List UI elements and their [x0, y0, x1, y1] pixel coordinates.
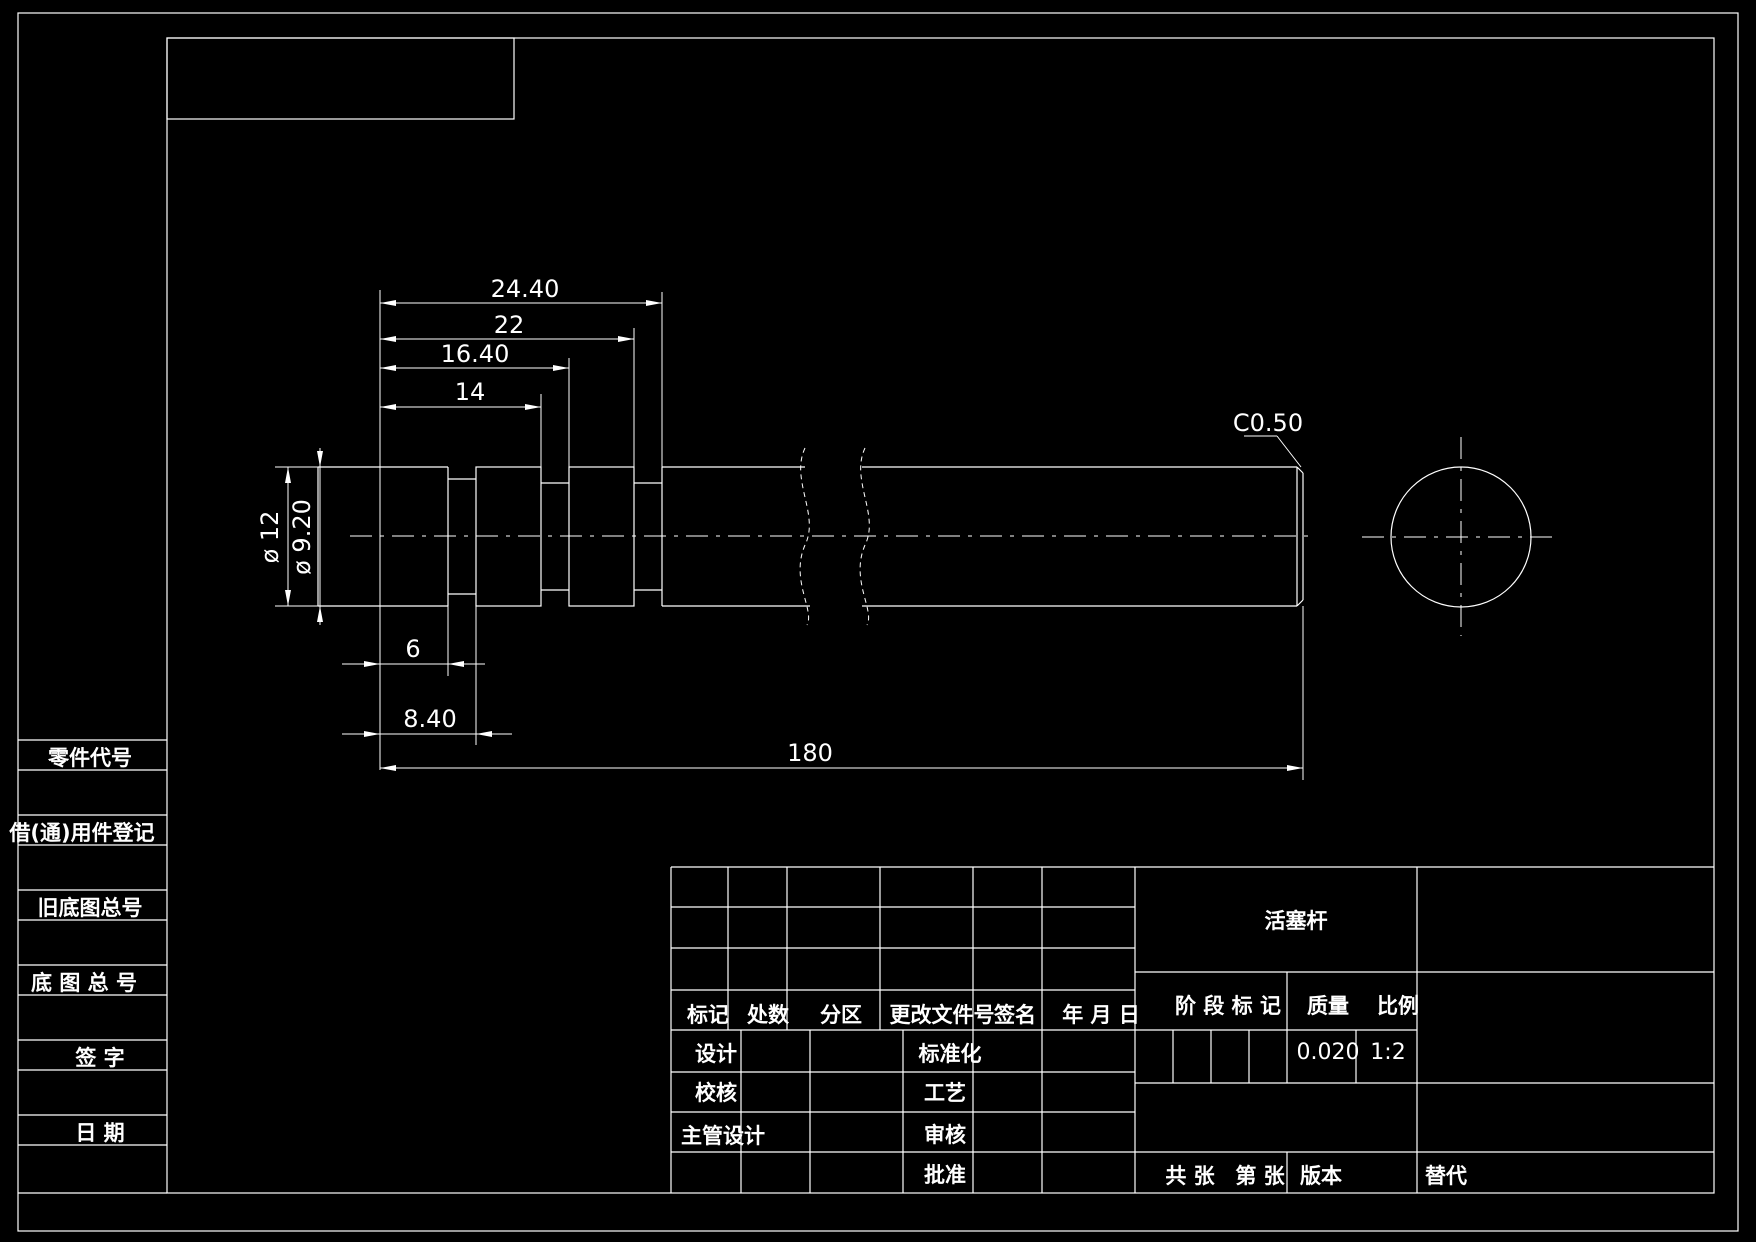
dim-22: 22: [494, 311, 525, 339]
dimension-lines-bottom: [342, 606, 1304, 780]
tb-role-design: 设计: [695, 1042, 737, 1066]
tb-header-mark: 标记: [687, 1003, 729, 1027]
tb-version: 版本: [1300, 1164, 1342, 1188]
tb-replace: 替代: [1425, 1164, 1467, 1188]
tb-mass-label: 质量: [1307, 994, 1349, 1018]
tb-header-date: 年 月 日: [1062, 1003, 1140, 1027]
strip-label-date: 日 期: [75, 1121, 124, 1145]
dim-16-40: 16.40: [441, 340, 510, 368]
strip-label-old-base-no: 旧底图总号: [38, 896, 143, 920]
strip-label-base-no: 底 图 总 号: [31, 971, 137, 995]
outer-border: [17, 12, 1739, 1232]
tb-role-check: 校核: [695, 1081, 737, 1105]
tb-role-approve: 批准: [924, 1163, 966, 1187]
tb-header-signature: 签名: [993, 1003, 1036, 1027]
tb-role-process: 工艺: [924, 1081, 966, 1105]
title-block-grid: [670, 866, 1714, 1193]
tb-role-standard: 标准化: [919, 1042, 982, 1066]
dim-8-40: 8.40: [403, 705, 456, 733]
tb-part-name: 活塞杆: [1265, 909, 1328, 933]
top-left-box: [166, 37, 515, 120]
dimension-lines-diameter: [275, 448, 323, 625]
dim-chamfer: C0.50: [1233, 409, 1303, 437]
tb-role-chief: 主管设计: [681, 1124, 765, 1148]
tb-role-review: 审核: [924, 1123, 966, 1147]
strip-label-sign: 签 字: [74, 1046, 124, 1070]
dim-14: 14: [455, 378, 486, 406]
tb-scale-label: 比例: [1377, 994, 1419, 1018]
dim-dia-12: ø 12: [256, 511, 284, 564]
inner-frame: [166, 37, 1715, 1194]
chamfer-leader: [1244, 435, 1302, 468]
strip-label-borrowed-reg: 借(通)用件登记: [8, 821, 154, 845]
dim-24-40: 24.40: [491, 275, 560, 303]
tb-header-zone: 分区: [820, 1003, 862, 1027]
left-strip: 零件代号 借(通)用件登记 旧底图总号 底 图 总 号 签 字 日 期: [8, 739, 167, 1146]
strip-label-part-code: 零件代号: [47, 746, 132, 770]
tb-header-change-doc: 更改文件号: [890, 1003, 995, 1027]
dim-dia-9-20: ø 9.20: [288, 499, 316, 575]
tb-sheets-total: 共 张: [1165, 1164, 1215, 1188]
tb-header-count: 处数: [746, 1003, 790, 1027]
dimension-lines-top: [379, 290, 663, 770]
tb-mass-value: 0.020: [1297, 1040, 1360, 1065]
end-view: [1362, 437, 1560, 636]
dim-6: 6: [405, 635, 420, 663]
piston-rod-profile: [317, 447, 1304, 626]
tb-stage-mark: 阶 段 标 记: [1175, 994, 1281, 1018]
tb-scale-value: 1:2: [1370, 1040, 1405, 1065]
tb-sheet-no: 第 张: [1235, 1164, 1285, 1188]
dim-180: 180: [787, 739, 833, 767]
